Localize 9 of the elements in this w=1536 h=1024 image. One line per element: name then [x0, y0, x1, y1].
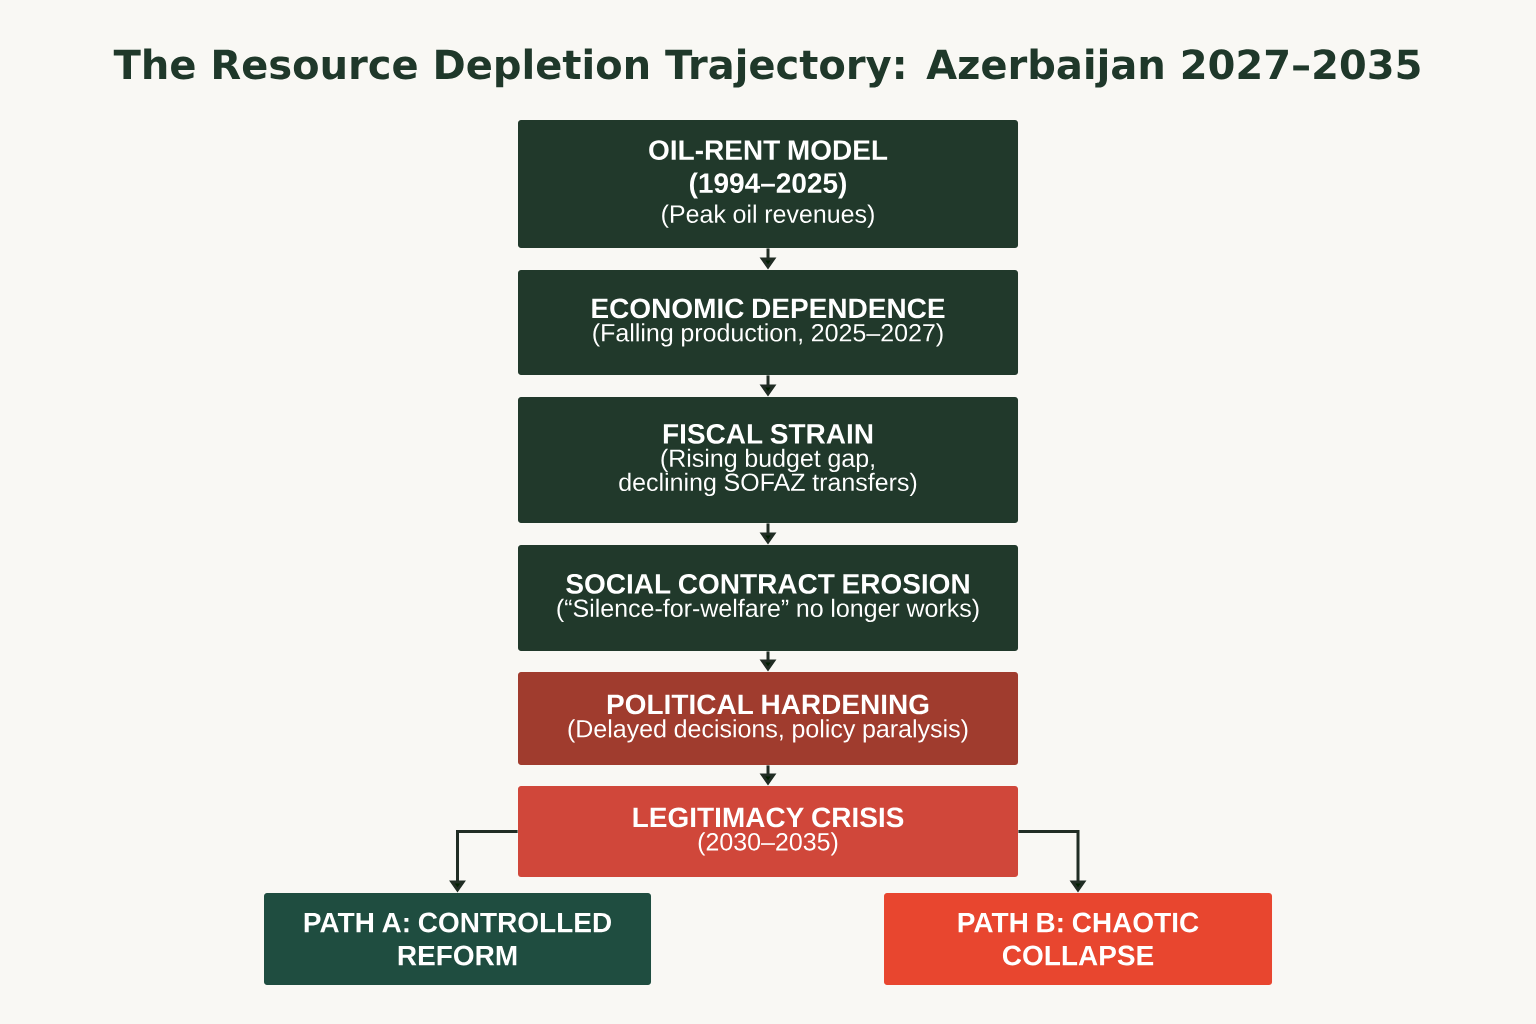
process-box: ECONOMIC DEPENDENCE (Falling production, 2025–2027) — [518, 270, 1018, 375]
title: The Resource Depletion Trajectory: Azerbaijan 2027–2035 — [113, 48, 1420, 88]
process-box: PATH A: CONTROLLED REFORM — [264, 893, 651, 985]
process-box: LEGITIMACY CRISIS (2030–2035) — [518, 786, 1018, 877]
process-box: PATH B: CHAOTIC COLLAPSE — [884, 893, 1272, 985]
process-box: POLITICAL HARDENING (Delayed decisions, policy paralysis) — [518, 672, 1018, 765]
process-box: OIL-RENT MODEL (1994–2025) (Peak oil revenues) — [518, 120, 1018, 248]
process-box: FISCAL STRAIN (Rising budget gap, declining SOFAZ transfers) — [518, 397, 1018, 523]
process-box: SOCIAL CONTRACT EROSION (“Silence-for-welfare” no longer works) — [518, 545, 1018, 651]
